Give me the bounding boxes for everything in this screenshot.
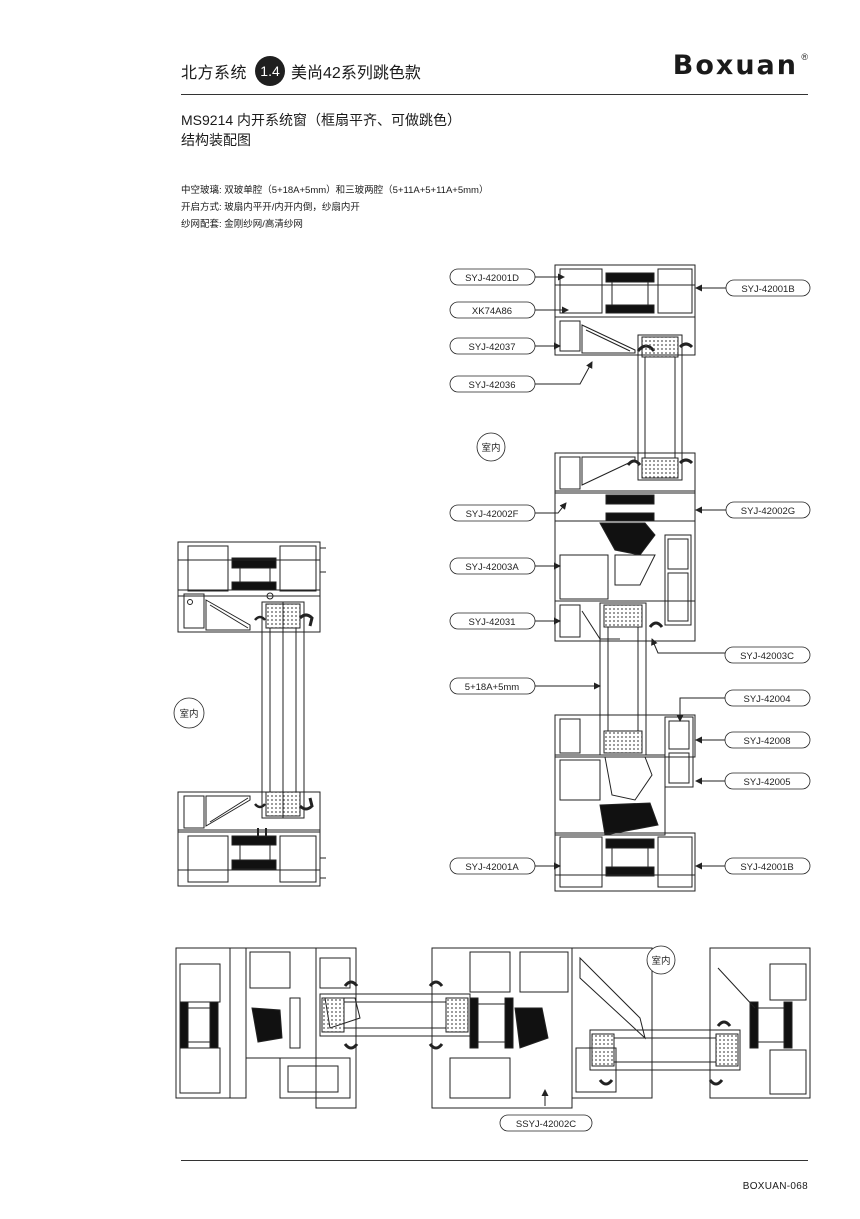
header-divider xyxy=(181,94,808,95)
indoor-marker-left: 室内 xyxy=(173,697,205,729)
bottom-section-drawing: SSYJ-42002C 室内 xyxy=(175,945,811,1132)
label-syj-42002f: SYJ-42002F xyxy=(466,509,519,520)
system-name: 北方系统 xyxy=(181,65,248,82)
indoor-label-left: 室内 xyxy=(179,708,198,720)
page-title: MS9214 内开系统窗（框扇平齐、可做跳色） xyxy=(181,112,462,128)
indoor-label-bottom: 室内 xyxy=(651,955,670,967)
label-syj-42037: SYJ-42037 xyxy=(468,342,515,353)
label-syj-42001b-top: SYJ-42001B xyxy=(741,284,794,295)
page-subtitle: 结构装配图 xyxy=(181,132,251,148)
footer-divider xyxy=(181,1160,808,1161)
right-section-drawing: SYJ-42001D SYJ-42001B XK74A86 SYJ-42037 … xyxy=(449,264,811,892)
label-syj-42031: SYJ-42031 xyxy=(468,617,515,628)
label-syj-42003c: SYJ-42003C xyxy=(740,651,794,662)
indoor-label-right: 室内 xyxy=(481,442,500,454)
label-syj-42002g: SYJ-42002G xyxy=(741,506,795,517)
spec-screen: 纱网配套: 金刚纱网/高清纱网 xyxy=(181,219,303,230)
label-syj-42001d: SYJ-42001D xyxy=(465,273,519,284)
label-syj-42001b-bottom: SYJ-42001B xyxy=(740,862,793,873)
label-syj-42003a: SYJ-42003A xyxy=(465,562,519,573)
registered-mark: ® xyxy=(801,52,808,62)
page-code: BOXUAN-068 xyxy=(742,1181,808,1192)
series-name: 美尚42系列跳色款 xyxy=(291,65,421,82)
label-syj-42008: SYJ-42008 xyxy=(743,736,790,747)
spec-opening: 开启方式: 玻扇内平开/内开内倒，纱扇内开 xyxy=(181,202,360,213)
label-syj-42005: SYJ-42005 xyxy=(743,777,790,788)
left-section-drawing xyxy=(177,541,326,887)
brand-logo: Boxuan xyxy=(672,50,798,81)
label-syj-42004: SYJ-42004 xyxy=(743,694,790,705)
label-xk74a86: XK74A86 xyxy=(472,306,512,317)
label-ssyj-42002c: SSYJ-42002C xyxy=(516,1119,576,1130)
section-header: 北方系统 1.4 美尚42系列跳色款 xyxy=(181,56,421,86)
label-syj-42036: SYJ-42036 xyxy=(468,380,515,391)
label-syj-42001a: SYJ-42001A xyxy=(465,862,519,873)
section-number-badge: 1.4 xyxy=(255,56,286,86)
spec-glass: 中空玻璃: 双玻单腔（5+18A+5mm）和三玻两腔（5+11A+5+11A+5… xyxy=(181,185,489,196)
label-glass-spec: 5+18A+5mm xyxy=(465,682,519,693)
